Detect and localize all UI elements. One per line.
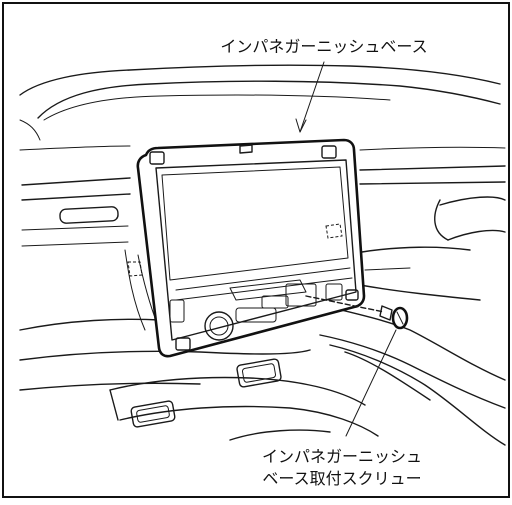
leader-line-screw (345, 329, 397, 437)
garnish-base-frame (136, 138, 366, 358)
label-garnish-base: インパネガーニッシュベース (220, 37, 427, 56)
right-side-panels (299, 196, 506, 446)
label-screw-line1: インパネガーニッシュ (262, 447, 422, 466)
label-screw-line2: ベース取付スクリュー (262, 469, 421, 488)
leader-line-base (299, 61, 325, 133)
lower-dashboard (19, 249, 379, 441)
dashboard-hood (19, 64, 506, 301)
hidden-clip-left (127, 261, 143, 277)
mounting-screw (305, 295, 409, 330)
leader-arrow-base (295, 118, 307, 133)
